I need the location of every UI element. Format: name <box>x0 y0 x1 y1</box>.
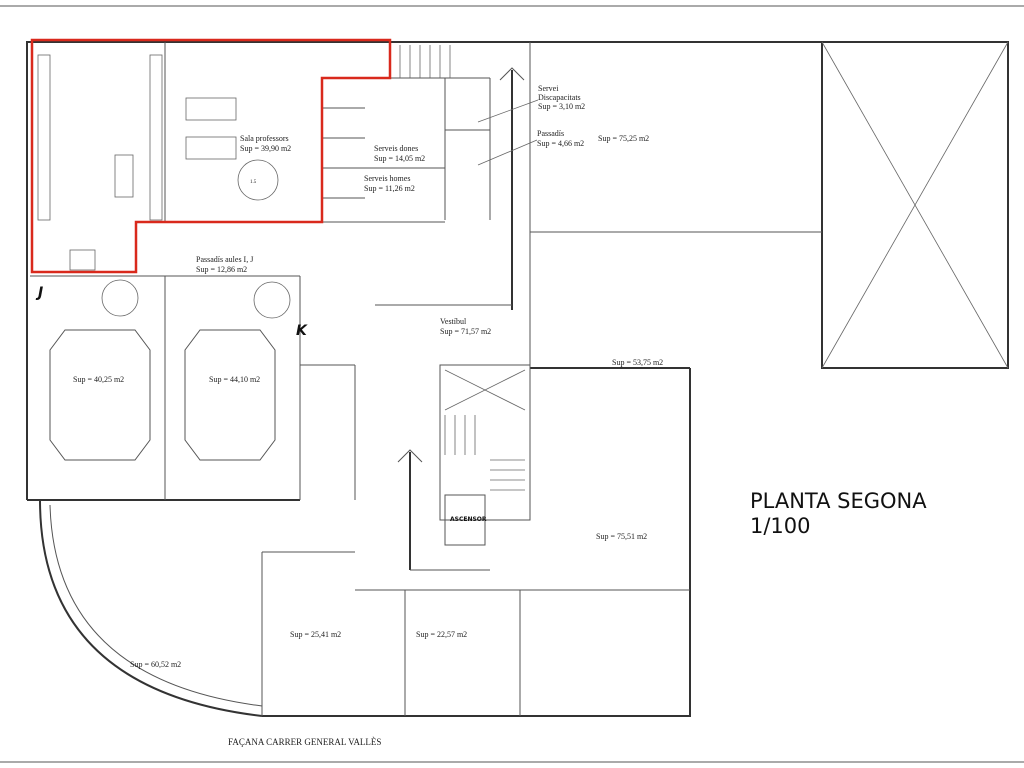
aula-k-letter: K <box>296 323 308 339</box>
room-labels: Sala professors Sup = 39,90 m2 Serveis d… <box>35 84 663 669</box>
area-2257: Sup = 22,57 m2 <box>416 630 467 639</box>
area-passadis: Sup = 4,66 m2 <box>537 139 584 148</box>
area-vestibul: Sup = 71,57 m2 <box>440 327 491 336</box>
area-serveis-homes: Sup = 11,26 m2 <box>364 184 415 193</box>
area-aula-k: Sup = 44,10 m2 <box>209 375 260 384</box>
label-serveis-homes: Serveis homes <box>364 174 410 183</box>
label-discapacitats: Discapacitats <box>538 93 581 102</box>
exterior-walls <box>26 41 1009 717</box>
label-serveis-dones: Serveis dones <box>374 144 418 153</box>
area-discapacitats: Sup = 3,10 m2 <box>538 102 585 111</box>
highlighted-zone <box>30 38 392 274</box>
office-furniture <box>37 54 237 271</box>
area-2541: Sup = 25,41 m2 <box>290 630 341 639</box>
area-aula-j: Sup = 40,25 m2 <box>73 375 124 384</box>
area-passadis-aules: Sup = 12,86 m2 <box>196 265 247 274</box>
label-sala-professors: Sala professors <box>240 134 289 143</box>
area-7551: Sup = 75,51 m2 <box>596 532 647 541</box>
area-sala-professors: Sup = 39,90 m2 <box>240 144 291 153</box>
label-servei: Servei <box>538 84 559 93</box>
plan-scale: 1/100 <box>750 514 811 538</box>
interior-walls <box>30 42 822 716</box>
label-passadis: Passadís <box>537 129 564 138</box>
elevator-label: ASCENSOR <box>450 516 487 523</box>
area-serveis-dones: Sup = 14,05 m2 <box>374 154 425 163</box>
facade-label: FAÇANA CARRER GENERAL VALLÈS <box>228 737 381 747</box>
label-passadis-aules: Passadís aules I, J <box>196 255 253 264</box>
meeting-tables <box>49 159 291 461</box>
turning-circle-label: 1.5 <box>250 180 257 185</box>
area-7525: Sup = 75,25 m2 <box>598 134 649 143</box>
area-6052: Sup = 60,52 m2 <box>130 660 181 669</box>
plan-title: PLANTA SEGONA <box>750 489 927 513</box>
area-5375: Sup = 53,75 m2 <box>612 358 663 367</box>
label-vestibul: Vestíbul <box>440 317 467 326</box>
aula-j-letter: J <box>35 285 43 301</box>
